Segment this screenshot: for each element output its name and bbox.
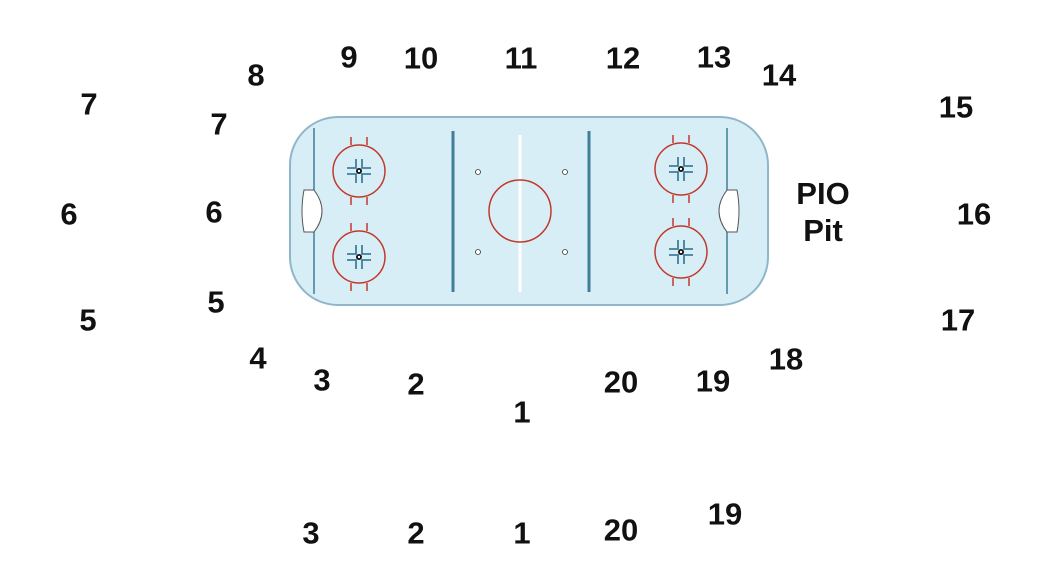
section-label-16[interactable]: 16 [956,196,992,232]
section-label-15[interactable]: 15 [938,89,974,125]
section-label-outer-bottom-3[interactable]: 3 [302,515,320,551]
pio-pit-line2: Pit [803,213,843,248]
section-label-14[interactable]: 14 [761,57,797,93]
faceoff-circle-bottom-left [332,223,386,291]
neutral-dot [475,169,481,175]
section-label-outer-left-6[interactable]: 6 [60,196,78,232]
section-label-6[interactable]: 6 [205,194,223,230]
section-label-10[interactable]: 10 [403,40,439,76]
section-label-17[interactable]: 17 [940,302,976,338]
goal-net-left [301,189,323,233]
section-label-7[interactable]: 7 [210,106,228,142]
section-label-18[interactable]: 18 [768,341,804,377]
section-label-outer-bottom-2[interactable]: 2 [407,515,425,551]
section-label-outer-bottom-20[interactable]: 20 [603,512,639,548]
section-label-9[interactable]: 9 [340,39,358,75]
section-label-outer-left-5[interactable]: 5 [79,302,97,338]
faceoff-circle-bottom-right [654,218,708,286]
section-label-outer-left-7[interactable]: 7 [80,86,98,122]
section-label-outer-bottom-19[interactable]: 19 [707,496,743,532]
section-label-13[interactable]: 13 [696,39,732,75]
section-label-19[interactable]: 19 [695,363,731,399]
faceoff-circle-top-right [654,135,708,203]
section-label-outer-bottom-1[interactable]: 1 [513,515,531,551]
neutral-dot [562,249,568,255]
section-label-4[interactable]: 4 [249,340,267,376]
faceoff-circle-top-left [332,137,386,205]
section-label-5[interactable]: 5 [207,284,225,320]
section-label-1[interactable]: 1 [513,394,531,430]
pio-pit-label[interactable]: PIO Pit [796,175,849,249]
neutral-dot [562,169,568,175]
section-label-20[interactable]: 20 [603,364,639,400]
pio-pit-line1: PIO [796,175,850,211]
section-label-3[interactable]: 3 [313,362,331,398]
center-faceoff-circle [488,179,552,243]
section-label-8[interactable]: 8 [247,57,265,93]
section-label-2[interactable]: 2 [407,366,425,402]
rink-ice [289,116,769,306]
section-label-11[interactable]: 11 [504,40,538,76]
neutral-dot [475,249,481,255]
section-label-12[interactable]: 12 [605,40,641,76]
goal-net-right [718,189,740,233]
